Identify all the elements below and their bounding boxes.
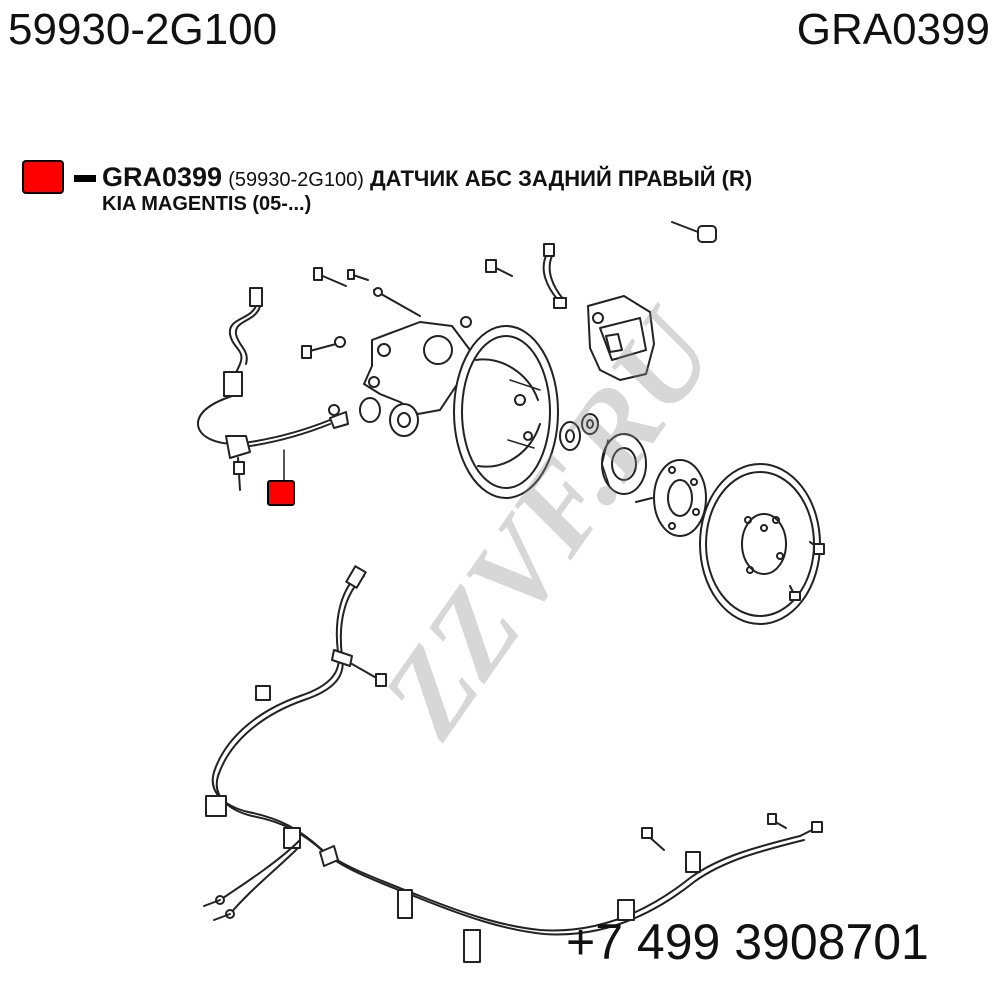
- wheel-hub: [601, 433, 647, 495]
- legend-vehicle: KIA MAGENTIS (05-...): [102, 193, 312, 215]
- brake-disc: [699, 463, 825, 625]
- legend-code: GRA0399: [102, 162, 223, 192]
- brake-hose: [542, 243, 567, 309]
- brake-backing-plate: [453, 325, 559, 499]
- catalog-code-title: GRA0399: [796, 5, 990, 54]
- legend-red-marker: [22, 160, 64, 194]
- parking-brake-cables: [203, 565, 823, 963]
- legend-line-1: GRA0399 (59930-2G100) ДАТЧИК АБС ЗАДНИЙ …: [102, 158, 752, 199]
- contact-phone: +7 499 3908701: [566, 914, 929, 970]
- abs-sensor-marker: [267, 480, 295, 506]
- bearings: [559, 413, 599, 451]
- legend-description: ДАТЧИК АБС ЗАДНИЙ ПРАВЫЙ (R): [369, 166, 753, 191]
- abs-sensor-wire: [196, 287, 349, 491]
- bleeder-screw: [671, 221, 717, 243]
- part-number-title: 59930-2G100: [8, 5, 278, 54]
- steering-knuckle: [359, 321, 471, 437]
- bolts: [301, 259, 513, 416]
- brake-caliper: [587, 295, 655, 381]
- hub-flange: [635, 459, 707, 537]
- legend-oem: (59930-2G100): [228, 169, 364, 191]
- legend-dash: [74, 175, 96, 182]
